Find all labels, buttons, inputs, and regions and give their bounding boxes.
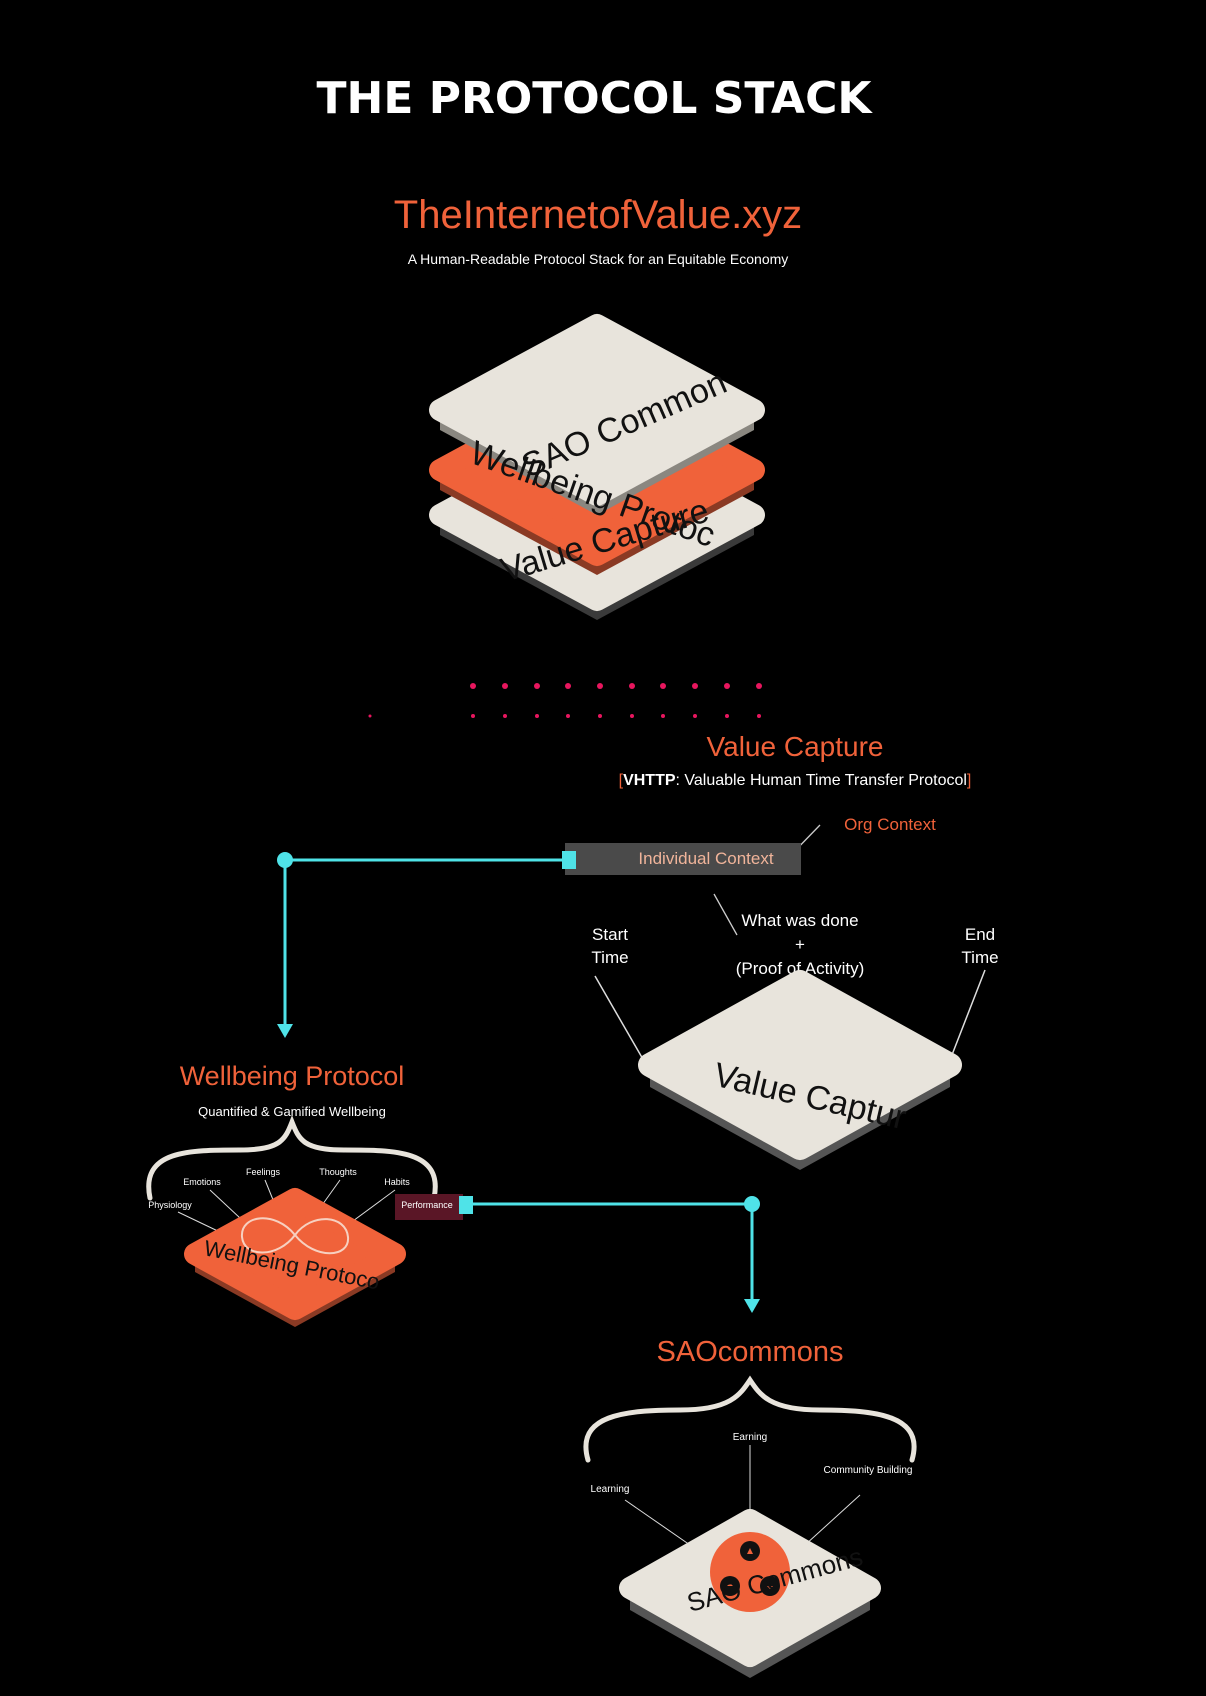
wellbeing-item-habits: Habits (384, 1177, 410, 1187)
individual-context-label: Individual Context (638, 849, 773, 868)
sao-item-earning: Earning (733, 1432, 767, 1443)
wellbeing-tile-label: Wellbeing Protocol (0, 0, 382, 1294)
end-time-label-1: End (965, 925, 995, 944)
vhttp-description: : Valuable Human Time Transfer Protocol (676, 772, 967, 789)
connector-wellbeing-to-sao (459, 1196, 760, 1313)
tagline: A Human-Readable Protocol Stack for an E… (408, 251, 789, 267)
wellbeing-item-feelings: Feelings (246, 1167, 281, 1177)
wellbeing-item-emotions: Emotions (183, 1177, 221, 1187)
wellbeing-item-performance: Performance (401, 1200, 453, 1210)
activity-pointer (713, 893, 738, 936)
value-capture-heading: Value Capture (707, 731, 884, 762)
wellbeing-item-thoughts: Thoughts (319, 1167, 357, 1177)
start-time-pointer (594, 975, 649, 1069)
wellbeing-item-physiology: Physiology (148, 1200, 192, 1210)
wellbeing-tile: Wellbeing Protocol (0, 0, 406, 1327)
value-capture-tile: Value Capture (0, 0, 962, 1170)
vhttp-acronym: VHTTP (623, 772, 676, 789)
sao-spokes (624, 1445, 861, 1546)
individual-context-box (565, 843, 801, 875)
connector-value-to-wellbeing (277, 851, 576, 1038)
wellbeing-brace (146, 1115, 438, 1201)
org-context-label: Org Context (844, 815, 936, 834)
bracket-close: ] (967, 772, 971, 789)
start-time-label-2: Time (591, 948, 628, 967)
sao-network-icon (710, 1532, 790, 1612)
end-time-pointer (949, 969, 986, 1061)
svg-text:Wellbeing Protocol: Wellbeing Protocol (0, 0, 382, 1294)
page-title: THE PROTOCOL STACK (317, 73, 874, 124)
site-name: TheInternetofValue.xyz (394, 193, 802, 237)
proof-of-activity-label: (Proof of Activity) (736, 959, 864, 978)
sao-item-community-building: Community Building (824, 1465, 913, 1476)
stack-layer-sao (429, 314, 765, 515)
sao-brace (583, 1375, 917, 1463)
infinity-icon (240, 1217, 350, 1255)
plus-label: + (795, 935, 805, 954)
wellbeing-subheading: Quantified & Gamified Wellbeing (198, 1104, 386, 1119)
dot-separator (368, 683, 762, 718)
start-time-label-1: Start (592, 925, 628, 944)
performance-box (395, 1194, 463, 1220)
sao-heading: SAOcommons (657, 1336, 844, 1368)
end-time-label-2: Time (961, 948, 998, 967)
wellbeing-heading: Wellbeing Protocol (180, 1061, 405, 1091)
vhttp-line: [VHTTP: Valuable Human Time Transfer Pro… (619, 772, 972, 789)
sao-item-learning: Learning (591, 1484, 630, 1495)
sao-tile: SAO Commons (619, 1509, 881, 1678)
bracket-open: [ (619, 772, 624, 789)
what-was-done-label: What was done (741, 911, 858, 930)
